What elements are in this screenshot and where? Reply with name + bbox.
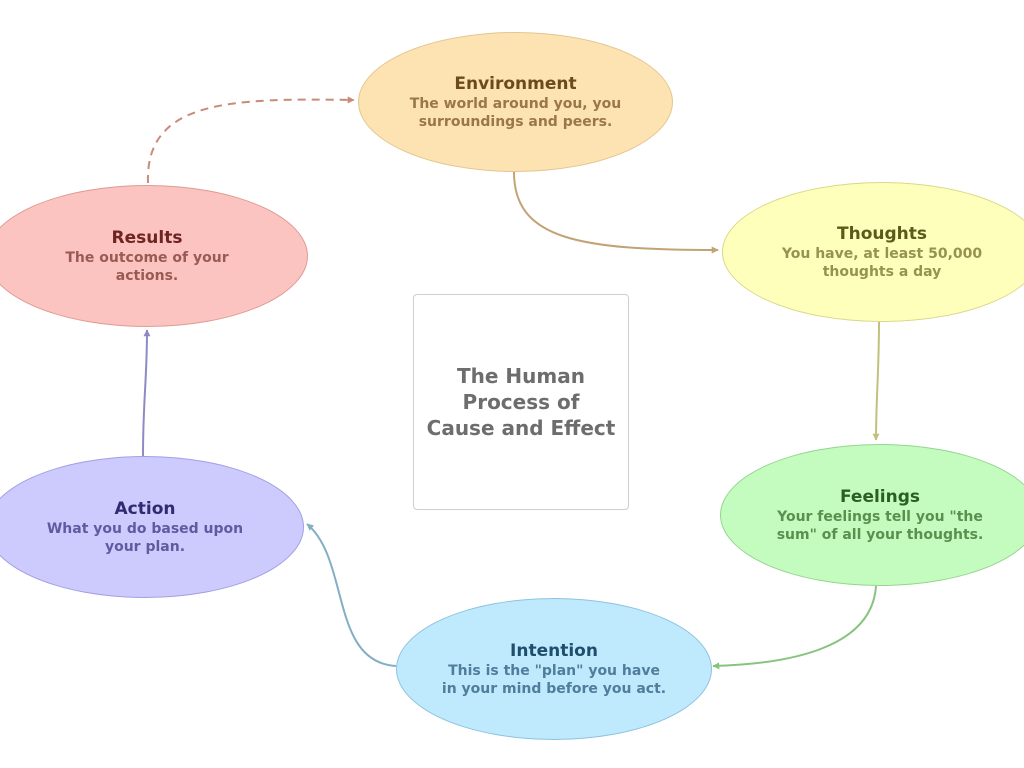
node-intention[interactable]: Intention This is the "plan" you have in… bbox=[396, 598, 712, 740]
node-title: Environment bbox=[454, 73, 577, 94]
node-title: Feelings bbox=[839, 486, 921, 507]
node-title: Action bbox=[114, 498, 176, 519]
node-description: This is the "plan" you have in your mind… bbox=[441, 662, 667, 697]
node-description: What you do based upon your plan. bbox=[46, 520, 244, 555]
node-feelings[interactable]: Feelings Your feelings tell you "the sum… bbox=[720, 444, 1024, 586]
node-title: Thoughts bbox=[837, 223, 927, 244]
node-description: The outcome of your actions. bbox=[65, 249, 229, 284]
node-description: You have, at least 50,000 thoughts a day bbox=[781, 245, 983, 280]
diagram-title: The Human Process of Cause and Effect bbox=[426, 364, 616, 440]
node-description: Your feelings tell you "the sum" of all … bbox=[776, 508, 984, 543]
node-environment[interactable]: Environment The world around you, you su… bbox=[358, 32, 673, 172]
center-title-box[interactable]: The Human Process of Cause and Effect bbox=[413, 294, 629, 510]
node-results[interactable]: Results The outcome of your actions. bbox=[0, 185, 308, 327]
connector-thoughts-to-feelings bbox=[872, 321, 880, 441]
node-title: Results bbox=[111, 227, 183, 248]
node-description: The world around you, you surroundings a… bbox=[409, 95, 622, 130]
node-title: Intention bbox=[510, 640, 598, 661]
node-action[interactable]: Action What you do based upon your plan. bbox=[0, 456, 304, 598]
connector-environment-to-thoughts bbox=[513, 171, 719, 254]
connector-intention-to-action bbox=[306, 523, 397, 667]
node-thoughts[interactable]: Thoughts You have, at least 50,000 thoug… bbox=[722, 182, 1024, 322]
connector-action-to-results bbox=[142, 329, 151, 457]
connector-feelings-to-intention bbox=[712, 585, 877, 670]
connector-results-to-environment bbox=[146, 96, 355, 184]
